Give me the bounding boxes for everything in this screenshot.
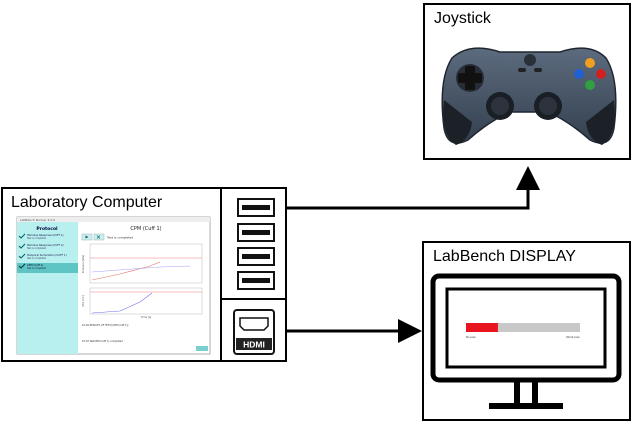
play-icon <box>85 235 89 239</box>
pressure-curve-2 <box>91 265 191 273</box>
check-icon <box>18 263 26 269</box>
vas-left-caption: No pain <box>466 335 476 339</box>
close-icon <box>96 235 101 239</box>
step-status: Test is completed <box>27 247 47 250</box>
display-label: LabBench DISPLAY <box>433 248 576 265</box>
log-line: 10:26 RESULTS OF TEST [CPM (Cuff 1)] <box>82 324 128 327</box>
usb-port-icon <box>237 223 275 242</box>
hdmi-label: HDMI <box>243 340 265 350</box>
protocol-step[interactable]: Stimulus Response (CUFF 2) Test is compl… <box>18 243 64 250</box>
app-action-button[interactable] <box>196 346 208 351</box>
check-icon <box>18 233 26 239</box>
computer-label: Laboratory Computer <box>11 194 163 211</box>
gamepad-icon <box>441 47 617 145</box>
vas-plot <box>89 287 203 315</box>
vas-bar-fill <box>466 323 498 332</box>
check-icon <box>18 243 26 249</box>
joystick-label: Joystick <box>434 10 491 27</box>
protocol-step[interactable]: Stimulus Response (CUFF 1) Test is compl… <box>18 233 64 240</box>
check-icon <box>18 253 26 259</box>
usb-to-joystick-arrow <box>287 166 540 210</box>
monitor-icon <box>430 273 622 409</box>
protocol-step[interactable]: CPM (Cuff 1) Test is completed <box>18 263 47 270</box>
usb-port-icon <box>237 247 275 266</box>
pressure-plot <box>89 243 203 284</box>
panel-status: Test is completed <box>106 236 133 240</box>
log-line: 10:32 TestCPM (Cuff 1) completed <box>82 340 123 343</box>
step-name: Temporal Summation (CUFF 1) <box>27 253 67 257</box>
step-status: Test is completed <box>27 237 47 240</box>
pressure-curve <box>91 261 161 281</box>
plot-xlabel: Time [s] <box>141 315 152 319</box>
step-name: CPM (Cuff 1) <box>27 263 43 267</box>
step-name: Stimulus Response (CUFF 1) <box>27 233 64 237</box>
app-window-title: LabBench Runner 3.2.0 <box>20 218 55 222</box>
stop-button[interactable] <box>93 233 105 241</box>
usb-port-icon <box>237 198 275 217</box>
usb-port-icon <box>237 271 275 290</box>
plot1-ylabel: Pressure [kPa] <box>81 255 85 273</box>
vas-curve <box>91 292 153 314</box>
vas-right-caption: Worst pain <box>566 335 580 339</box>
hdmi-port-icon: HDMI <box>233 309 275 355</box>
selected-step-highlight <box>17 263 78 273</box>
step-status: Test is completed <box>27 267 47 270</box>
step-status: Test is completed <box>27 257 47 260</box>
protocol-step[interactable]: Temporal Summation (CUFF 1) Test is comp… <box>18 253 67 260</box>
plot2-ylabel: VAS [cm] <box>81 295 85 307</box>
sidebar-title: Protocol <box>36 226 58 232</box>
panel-title: CPM (Cuff 1) <box>130 226 161 232</box>
step-name: Stimulus Response (CUFF 2) <box>27 243 64 247</box>
computer-screen-thumbnail: LabBench Runner 3.2.0 Protocol Stimulus … <box>16 216 211 355</box>
vas-bar: No pain Worst pain <box>466 323 580 339</box>
vas-bar-track <box>466 323 580 332</box>
